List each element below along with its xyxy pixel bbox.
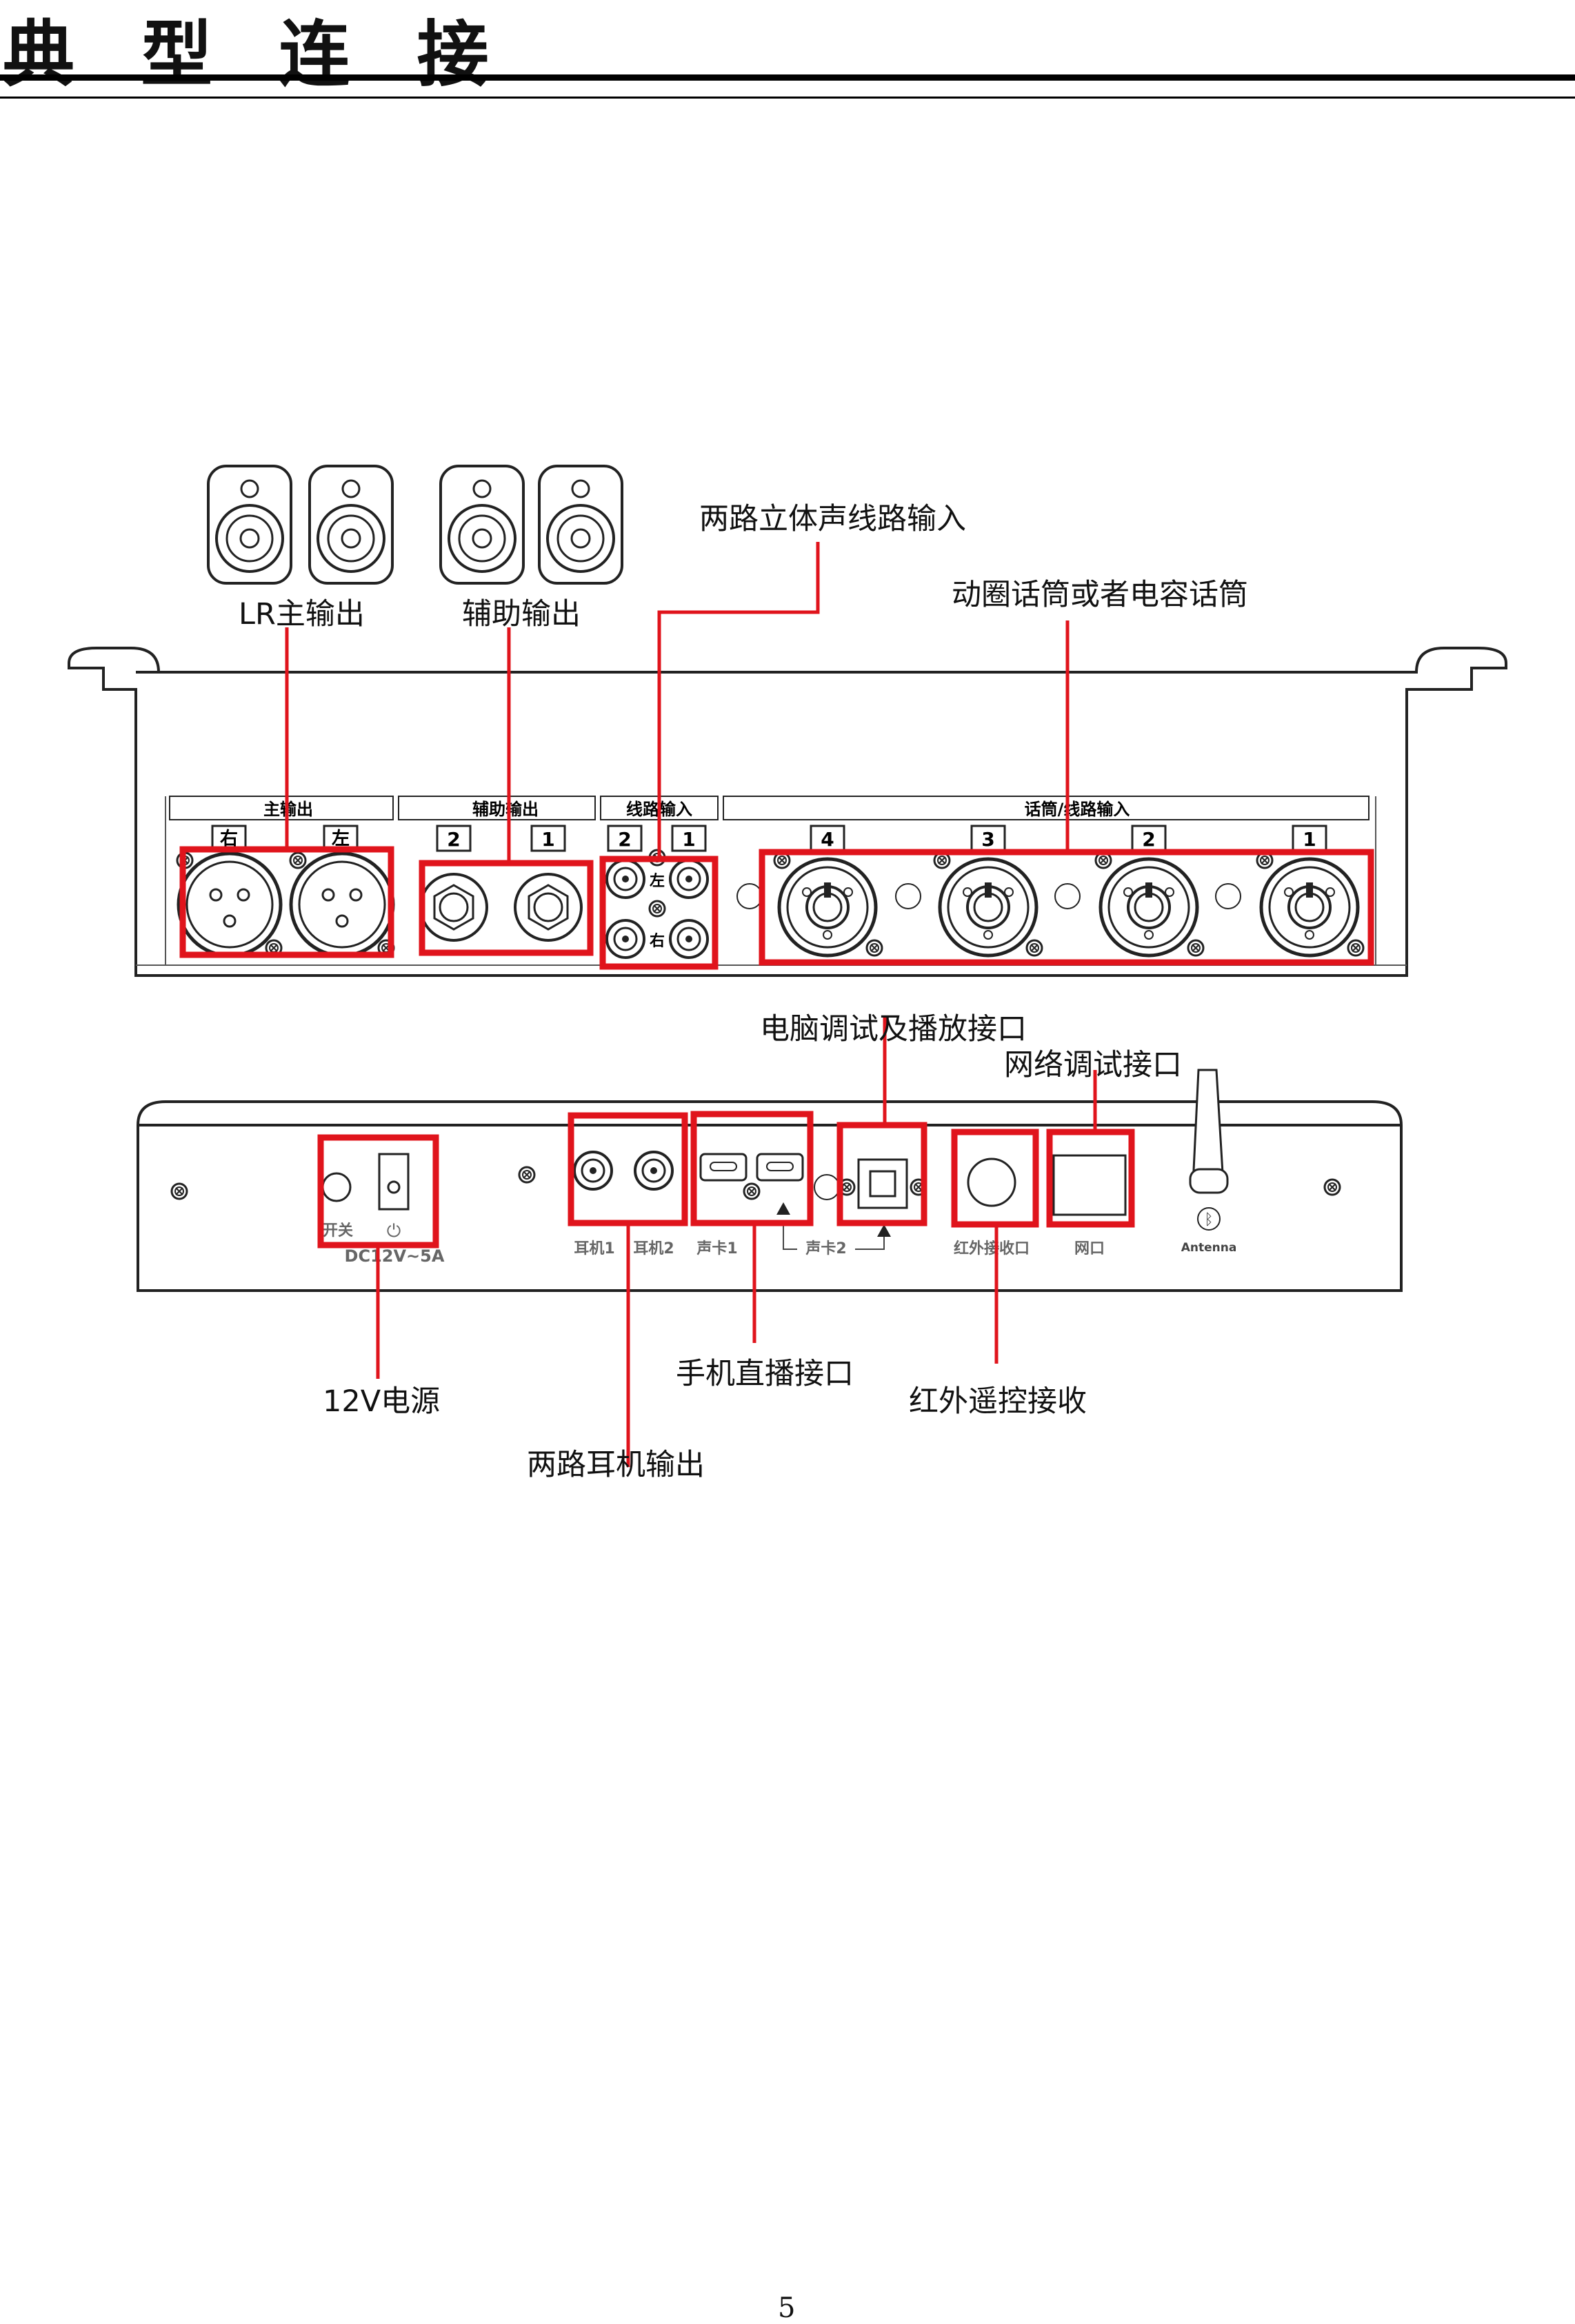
highlight-network [1046, 1129, 1135, 1228]
callout-ir-remote: 红外遥控接收 [909, 1384, 1087, 1419]
rear-panel: 开关 ⏻ DC12V~5A 耳机1 耳机2 声卡1 声卡2 红外接收口 网口 [137, 1069, 1403, 1292]
section-mic-line-in: 话筒/线路输入 [1025, 800, 1130, 819]
callout-lr-main-out: LR主输出 [239, 597, 365, 631]
speaker-aux-left [439, 465, 525, 585]
callout-phone-live: 手机直播接口 [676, 1357, 854, 1391]
callout-net-debug: 网络调试接口 [1004, 1048, 1182, 1082]
speaker-lr-left [207, 465, 292, 585]
aux-jack-1 [514, 873, 583, 942]
front-panel: 主输出 辅助输出 线路输入 话筒/线路输入 右 左 2 1 2 1 左 右 [68, 647, 1507, 977]
callout-headphone-out: 两路耳机输出 [527, 1448, 705, 1482]
line-number-2: 2 [618, 828, 631, 851]
line-label-right: 右 [650, 933, 665, 950]
headphone2-label: 耳机2 [633, 1240, 674, 1257]
section-aux-out: 辅助输出 [472, 800, 539, 819]
headphone-jack-1 [573, 1151, 613, 1191]
soundcard2-label: 声卡2 [805, 1240, 846, 1257]
aux-jack-2 [419, 873, 488, 942]
callout-stereo-line-in: 两路立体声线路输入 [699, 502, 966, 536]
mic-number-1: 1 [1303, 828, 1316, 851]
mic-number-2: 2 [1142, 828, 1155, 851]
aux-number-1: 1 [541, 828, 554, 851]
page-title: 典 型 连 接 [3, 12, 510, 97]
dc-label: DC12V~5A [345, 1246, 445, 1266]
soundcard1-label: 声卡1 [696, 1240, 737, 1257]
mic-number-4: 4 [821, 828, 834, 851]
antenna-label: Antenna [1181, 1241, 1237, 1255]
mic-number-3: 3 [981, 828, 994, 851]
line-label-left: 左 [650, 872, 665, 890]
page-number: 5 [778, 2292, 796, 2324]
title-rule-thick [0, 74, 1575, 81]
callout-aux-out: 辅助输出 [462, 597, 581, 631]
title-rule-thin [0, 97, 1575, 99]
callout-power-12v: 12V电源 [323, 1384, 441, 1419]
callout-mic-in: 动圈话筒或者电容话筒 [952, 578, 1248, 612]
line-number-1: 1 [682, 828, 695, 851]
bluetooth-icon: ᛒ [1204, 1211, 1213, 1229]
rca-line2-left [605, 859, 645, 899]
network-label: 网口 [1074, 1240, 1105, 1257]
ir-label: 红外接收口 [954, 1240, 1030, 1257]
aux-number-2: 2 [447, 828, 460, 851]
main-out-label-right: 右 [220, 829, 238, 849]
combo-input-3 [940, 859, 1036, 956]
rca-line2-right [605, 919, 645, 959]
highlight-aux-out [419, 860, 594, 956]
combo-input-2 [1101, 859, 1197, 956]
main-out-label-left: 左 [332, 829, 350, 849]
highlight-pc-port [836, 1122, 927, 1226]
rca-line1-right [669, 919, 709, 959]
combo-input-1 [1261, 859, 1358, 956]
headphone-jack-2 [634, 1151, 674, 1191]
mic-number-labels: 4 3 2 1 [810, 825, 1327, 852]
speaker-lr-right [308, 465, 394, 585]
combo-input-4 [779, 859, 876, 956]
headphone1-label: 耳机1 [574, 1240, 614, 1257]
highlight-phone-live [690, 1111, 814, 1226]
rca-line1-left [669, 859, 709, 899]
xlr-output-right [179, 853, 281, 956]
leader-lines [285, 542, 1097, 1467]
callout-pc-debug: 电脑调试及播放接口 [760, 1012, 1027, 1047]
switch-label: 开关 [323, 1222, 353, 1240]
speaker-aux-right [538, 465, 623, 585]
xlr-output-left [291, 853, 393, 956]
power-symbol: ⏻ [387, 1221, 401, 1242]
